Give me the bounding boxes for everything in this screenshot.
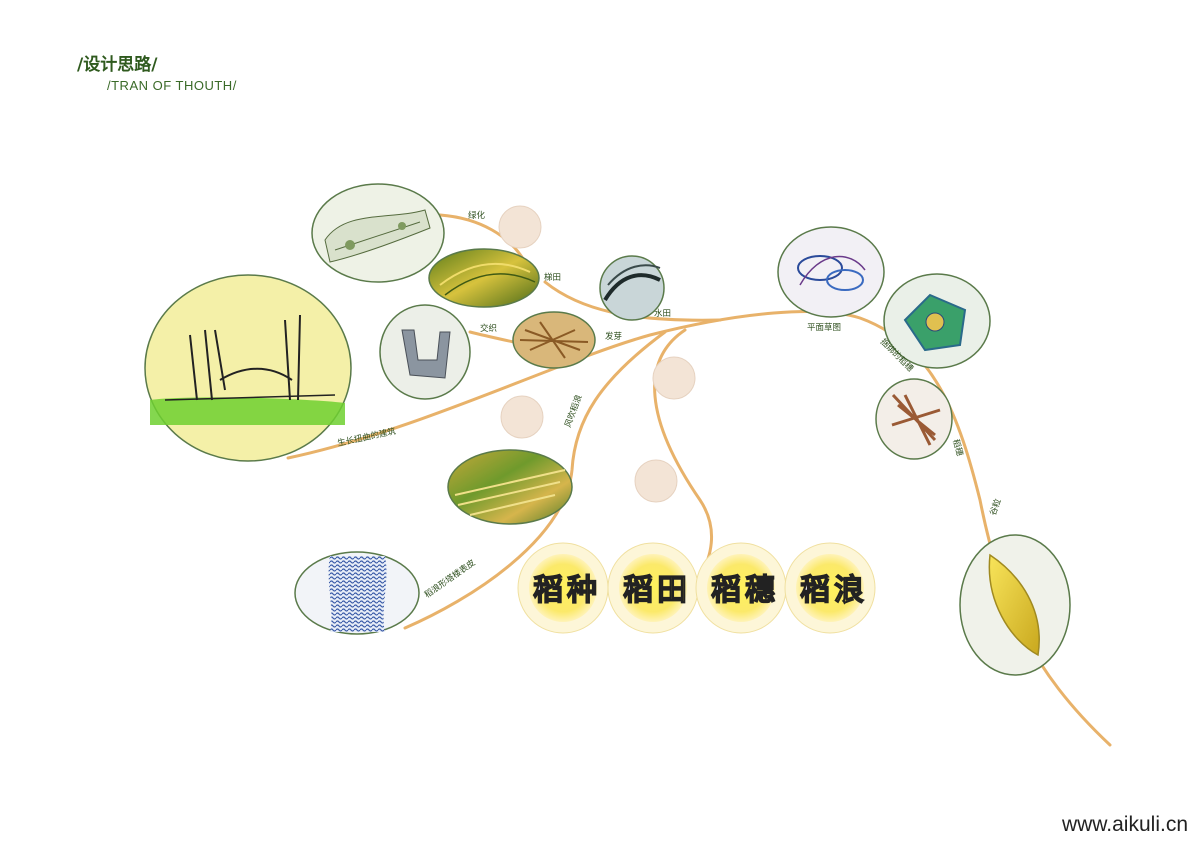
empty-circle [634, 459, 678, 503]
concept-char-2: 浪 [834, 573, 864, 608]
concept-char-2: 田 [657, 573, 687, 608]
stem-greening [438, 213, 527, 264]
empty-circle [500, 395, 544, 439]
bubble-sprout [512, 311, 596, 369]
label-plan-sketch: 平面草图 [807, 322, 841, 333]
concept-char-1: 稻 [711, 573, 741, 608]
bubble-wave-skin [294, 551, 420, 635]
concept-rice-seed: 稻 种 [517, 542, 609, 634]
empty-circle [652, 356, 696, 400]
label-rice-ear: 稻穗 [950, 438, 965, 458]
bubble-plan-sketch [777, 226, 885, 318]
bubble-rice-fields-aerial [447, 449, 573, 525]
concept-char-2: 种 [567, 573, 597, 608]
bubble-rice-grain [959, 534, 1071, 676]
label-terraced-field: 梯田 [544, 272, 561, 283]
bubble-rice-ear [875, 378, 953, 460]
label-greening: 绿化 [468, 210, 486, 221]
page-title: /设计思路/ [77, 55, 158, 75]
empty-circle [498, 205, 542, 249]
concept-char-1: 稻 [533, 573, 563, 608]
bubble-green-plan [311, 183, 445, 283]
bubble-paddy-field [599, 255, 665, 321]
concept-char-2: 穗 [745, 573, 775, 608]
stem-rice-ear [653, 328, 714, 577]
label-sprout: 发芽 [605, 331, 622, 342]
empty-circles [498, 205, 696, 503]
page-subtitle: /TRAN OF THOUTH/ [107, 78, 237, 93]
concept-rice-field: 稻 田 [607, 542, 699, 634]
concept-rice-wave: 稻 浪 [784, 542, 876, 634]
concept-circles: 稻 种 稻 田 稻 穗 稻 浪 [517, 542, 876, 634]
bubble-bundled-rice-ear [883, 273, 991, 369]
watermark: www.aikuli.cn [1061, 813, 1188, 836]
bubble-interweave-model [379, 304, 471, 400]
bubble-terraced-field [428, 248, 540, 308]
concept-char-1: 稻 [800, 573, 830, 608]
stem-wind-wave [403, 330, 667, 630]
label-growing-building: 生长扭曲的建筑 [336, 426, 397, 449]
label-paddy-field: 水田 [654, 308, 671, 319]
label-interweave: 交织 [480, 323, 497, 334]
concept-char-1: 稻 [623, 573, 653, 608]
bubble-building-sketch [144, 274, 352, 462]
label-grain: 谷粒 [987, 497, 1003, 517]
concept-rice-ear: 稻 穗 [695, 542, 787, 634]
